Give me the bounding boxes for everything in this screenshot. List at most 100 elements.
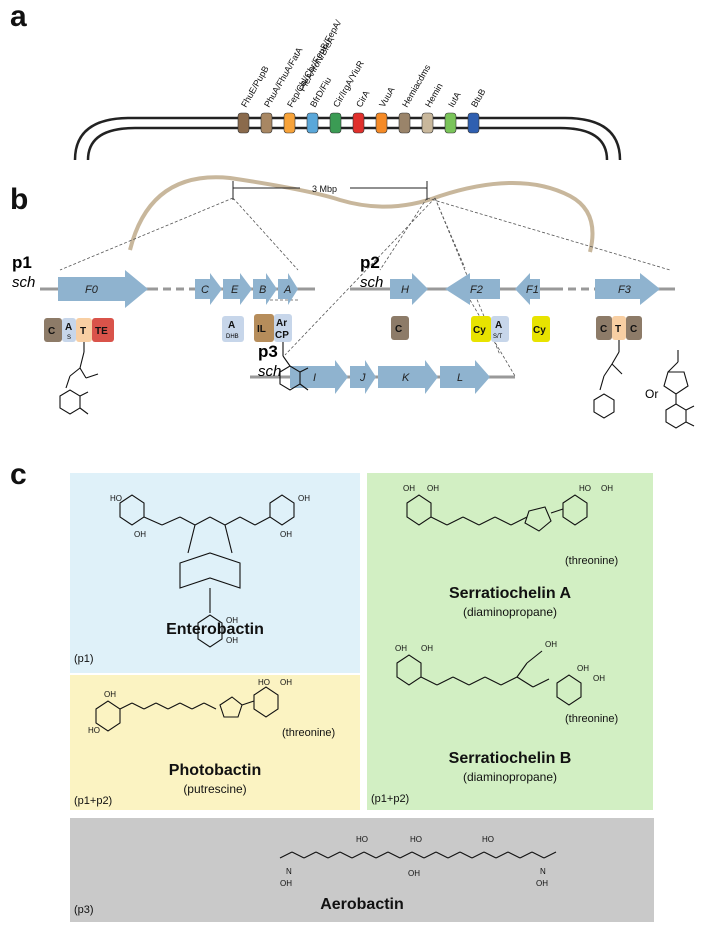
gene-label-c: C: [201, 284, 209, 296]
gene-label-f3: F3: [618, 284, 632, 296]
receptor-8: [421, 112, 434, 134]
svg-text:OH: OH: [280, 879, 292, 888]
gene-label-j: J: [359, 372, 366, 384]
domain-f1-cy: Cy: [532, 316, 550, 342]
gene-f1: [515, 273, 540, 305]
gene-b: [253, 273, 277, 305]
chromosome-link: [128, 175, 595, 253]
or-label: Or: [645, 387, 658, 401]
panel-label-c: c: [10, 458, 27, 491]
domains-f2: Cy A S/T: [471, 316, 509, 342]
svg-text:HO: HO: [258, 678, 270, 687]
aerobactin-box: N OH HO HO HO OH N OH Aerobactin (p3): [70, 818, 654, 922]
membrane: [73, 116, 622, 161]
domains-f0: C A S T TE: [44, 318, 114, 342]
receptor-10: [467, 112, 480, 134]
svg-text:Cy: Cy: [473, 325, 486, 336]
gene-label-i: I: [313, 372, 316, 384]
svg-text:OH: OH: [601, 484, 613, 493]
svg-text:A: A: [495, 320, 502, 331]
cluster-p3-label: p3: [258, 342, 278, 361]
serratiochelin-box: OH OH HO OH OH OH OH OH OH (threonine) S…: [367, 473, 653, 810]
domains-f3: C T C: [596, 316, 642, 340]
svg-text:OH: OH: [408, 869, 420, 878]
domain-il-arcp: IL Ar CP: [254, 314, 292, 342]
svg-text:T: T: [80, 326, 86, 337]
svg-text:HO: HO: [110, 494, 122, 503]
aerobactin-tag: (p3): [74, 904, 94, 916]
receptor-2: [283, 112, 296, 134]
svg-text:S: S: [67, 335, 71, 341]
gene-label-k: K: [402, 372, 410, 384]
receptor-label-10: BtuB: [469, 87, 487, 109]
gene-label-f1: F1: [526, 284, 539, 296]
photobactin-structure: HO OH HO OH: [88, 678, 292, 735]
svg-text:S/T: S/T: [493, 334, 503, 340]
svg-text:Ar: Ar: [276, 318, 287, 329]
backbones: [40, 287, 675, 379]
receptor-group: [237, 112, 480, 134]
svg-text:OH: OH: [421, 644, 433, 653]
receptor-label-8: Hemin: [423, 81, 445, 109]
svg-text:HO: HO: [482, 835, 494, 844]
gene-k: [378, 360, 438, 394]
serratiochelin-a-sub: (diaminopropane): [462, 605, 558, 619]
svg-text:C: C: [395, 324, 402, 335]
gene-e: [223, 273, 252, 305]
svg-text:HO: HO: [88, 726, 100, 735]
aerobactin-name: Aerobactin: [320, 896, 404, 913]
receptor-label-5: CirA: [354, 89, 371, 109]
panel-ab-graphics: FhuE/PupBPhuA/FhuA/FatAFep/Cbl/Cbr/FeuB/…: [12, 18, 695, 429]
svg-text:C: C: [600, 324, 607, 335]
svg-text:OH: OH: [577, 664, 589, 673]
serratiochelin-b-note: (threonine): [565, 713, 619, 725]
receptor-3: [306, 112, 319, 134]
enterobactin-structure: HO OH OH OH OH OH: [110, 494, 310, 648]
gene-label-l: L: [457, 372, 463, 384]
domain-a-dhb: A DHB: [222, 316, 244, 342]
photobactin-box: HO OH HO OH (threonine) Photobactin (put…: [70, 675, 360, 810]
scale-bar: [232, 181, 428, 200]
enterobactin-tag: (p1): [74, 653, 94, 665]
aerobactin-structure: N OH HO HO HO OH N OH: [279, 835, 557, 888]
svg-text:OH: OH: [104, 690, 116, 699]
serratiochelin-b-name: Serratiochelin B: [448, 750, 572, 767]
svg-text:OH: OH: [226, 636, 238, 645]
svg-text:OH: OH: [403, 484, 415, 493]
serratiochelin-a-note: (threonine): [565, 555, 619, 567]
svg-text:OH: OH: [427, 484, 439, 493]
gene-label-f2: F2: [470, 284, 483, 296]
svg-text:T: T: [615, 324, 621, 335]
cluster-p3-sch: sch: [258, 363, 281, 380]
receptor-0: [237, 112, 250, 134]
gene-c: [195, 273, 222, 305]
svg-text:OH: OH: [593, 674, 605, 683]
gene-j: [350, 360, 376, 394]
enterobactin-box: HO OH OH OH OH OH Enterobactin (p1): [70, 473, 360, 673]
svg-text:A: A: [65, 322, 72, 333]
tethered-structure-f3: [593, 340, 623, 419]
svg-text:N: N: [286, 867, 292, 876]
receptor-9: [444, 112, 457, 134]
svg-text:OH: OH: [280, 530, 292, 539]
svg-text:OH: OH: [280, 678, 292, 687]
svg-text:N: N: [540, 867, 546, 876]
receptor-6: [375, 112, 388, 134]
cluster-p1-label: p1: [12, 253, 32, 272]
svg-text:OH: OH: [395, 644, 407, 653]
svg-text:IL: IL: [257, 324, 266, 335]
gene-label-e: E: [231, 284, 239, 296]
serratiochelin-structures: OH OH HO OH OH OH OH OH OH: [395, 484, 613, 706]
tethered-structure-arcp: [279, 342, 309, 391]
cluster-p1-sch: sch: [12, 274, 35, 291]
photobactin-name: Photobactin: [168, 762, 262, 779]
svg-text:A: A: [228, 320, 235, 331]
panel-label-b: b: [10, 183, 29, 216]
serratiochelin-b-sub: (diaminopropane): [462, 770, 558, 784]
photobactin-sub: (putrescine): [183, 782, 247, 796]
receptor-labels: FhuE/PupBPhuA/FhuA/FatAFep/Cbl/Cbr/FeuB/…: [239, 18, 487, 109]
gene-i: [290, 360, 348, 394]
gene-f3: [595, 273, 660, 305]
cluster-p2-label: p2: [360, 253, 380, 272]
